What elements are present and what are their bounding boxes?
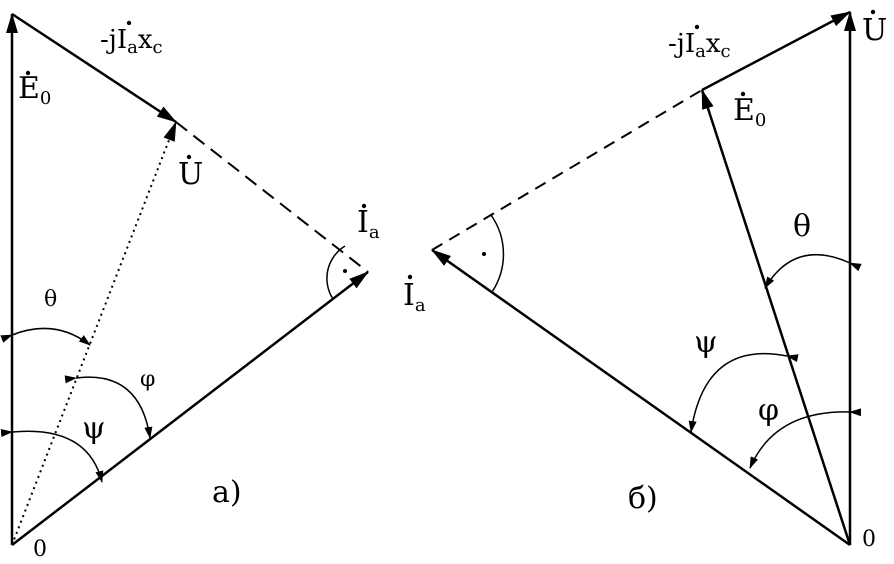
theta-arc-a [0,327,91,346]
right-angle-arc-a [326,245,346,300]
caption-b: б) [628,481,658,516]
caption-a: а) [212,475,242,510]
psi-arc-a [0,429,104,483]
label-drop-a: -jIaxc [100,25,163,58]
construction-line-a [175,121,369,273]
vector-u-a [11,121,177,546]
dot-drop-b [694,24,700,30]
dot-u-a [186,154,192,160]
label-drop-b: -jIaxc [668,29,731,62]
dot-e0-a [25,70,31,76]
dot-u-b [870,9,876,15]
construction-line-b [431,89,703,251]
label-e0-a: E0 [18,71,51,109]
label-psi-b: ψ [694,325,718,360]
label-ia-b: Ia [403,278,426,316]
label-phi-b: φ [758,393,779,428]
label-phi-a: φ [140,367,155,392]
label-u-a: U [178,157,203,192]
label-theta-a: θ [44,287,57,312]
theta-arc-b [764,253,862,289]
vector-ia-b [431,248,851,547]
psi-arc-b [688,352,799,433]
phi-arc-a [64,375,153,439]
right-angle-dot-a [343,269,347,273]
origin-a: 0 [33,537,47,562]
panel-b: U -jIaxc E0 Ia θ ψ φ б) 0 [403,9,887,552]
label-u-b: U [862,13,887,48]
vector-ia-a [11,271,369,546]
label-theta-b: θ [793,209,811,244]
label-psi-a: ψ [82,411,106,446]
dot-drop-a [126,20,132,26]
origin-b: 0 [862,527,876,552]
phi-arc-b [749,408,862,469]
vector-drop-b [701,10,851,92]
label-ia-a: Ia [357,205,380,243]
dot-ia-b [407,274,413,280]
label-e0-b: E0 [733,93,766,131]
dot-e0-b [740,91,746,97]
dot-ia-a [361,203,367,209]
vector-drop-a [11,12,177,124]
panel-a: E0 -jIaxc U Ia θ φ ψ а) 0 [0,12,380,562]
vector-e0-b [700,89,852,546]
right-angle-dot-b [482,252,486,256]
right-angle-arc-b [490,214,505,293]
